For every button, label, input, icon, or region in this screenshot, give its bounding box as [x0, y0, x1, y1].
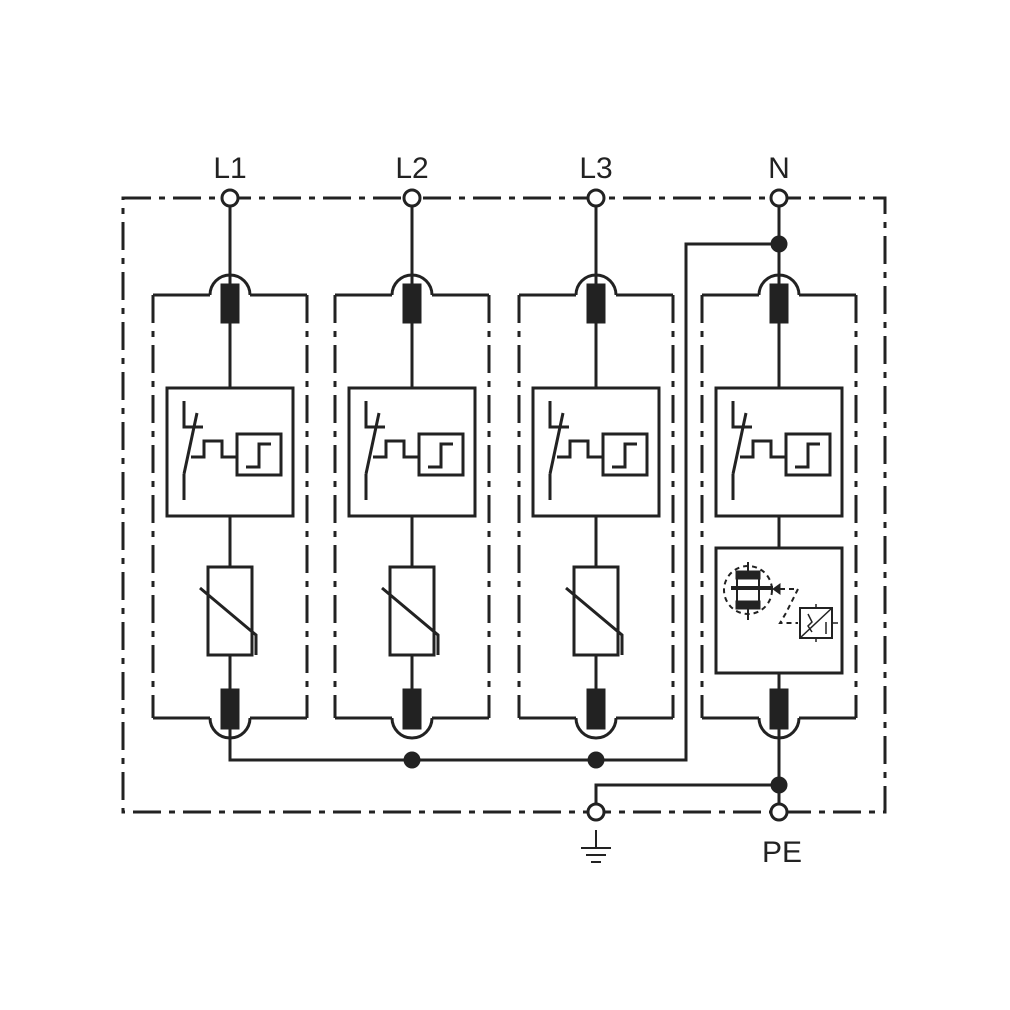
module-side [700, 295, 858, 718]
arrow-icon [772, 583, 781, 595]
step-icon [612, 442, 637, 469]
thermal-link-icon [740, 439, 786, 459]
terminal-label-pe: PE [762, 836, 802, 869]
fuse-arc [390, 717, 434, 740]
gap-electrode [735, 600, 761, 610]
fuse-icon [402, 283, 422, 324]
varistor-icon [572, 565, 620, 657]
fuse-icon [402, 688, 422, 730]
thermal-link-icon [557, 439, 603, 459]
terminal-icon [586, 802, 606, 822]
switch-blade-icon [364, 412, 381, 500]
module-edge [519, 293, 673, 720]
module-side [517, 295, 675, 718]
switch-blade-icon [731, 412, 748, 500]
fuse-icon [220, 688, 240, 730]
terminal-icon [402, 188, 422, 208]
fuse-icon [769, 283, 789, 324]
junction-dot [770, 235, 788, 253]
fuse-icon [769, 688, 789, 730]
varistor-slash [381, 586, 440, 655]
module-side [333, 295, 491, 718]
switch-blade-icon [548, 412, 565, 500]
fuse-icon [586, 688, 606, 730]
trigger-link [778, 588, 800, 624]
terminal-icon [769, 802, 789, 822]
varistor-icon [206, 565, 254, 657]
disconnector-box [347, 386, 477, 518]
ground-icon [581, 830, 611, 863]
disconnector-box [531, 386, 661, 518]
gap-electrode [735, 570, 761, 580]
disconnector-box [714, 386, 844, 518]
contact-icon [364, 401, 385, 429]
thermal-link-icon [191, 439, 237, 459]
terminal-icon [769, 188, 789, 208]
fuse-arc [574, 717, 618, 740]
contact-icon [548, 401, 569, 429]
switch-blade-icon [182, 412, 199, 500]
terminal-icon [586, 188, 606, 208]
contact-icon [731, 401, 752, 429]
step-icon [246, 442, 271, 469]
step-icon [428, 442, 453, 469]
module-edge [702, 293, 856, 720]
common-bus [228, 242, 779, 762]
step-icon [795, 442, 820, 469]
junction-dot [587, 751, 605, 769]
terminal-label-l1: L1 [213, 152, 246, 185]
terminal-icon [220, 188, 240, 208]
terminal-label-l2: L2 [395, 152, 428, 185]
fuse-icon [220, 283, 240, 324]
junction-dot [770, 776, 788, 794]
varistor-slash [565, 586, 624, 655]
enclosure-outline [121, 196, 887, 814]
varistor-icon [388, 565, 436, 657]
indicator-box [601, 432, 649, 477]
module-edge [335, 293, 489, 720]
fuse-icon [586, 283, 606, 324]
varistor-slash [199, 586, 258, 655]
module-side [151, 295, 309, 718]
module-edge [153, 293, 307, 720]
spark-gap-box [714, 546, 844, 675]
indicator-box [235, 432, 283, 477]
indicator-box [784, 432, 832, 477]
terminal-label-l3: L3 [579, 152, 612, 185]
thermal-link-icon [373, 439, 419, 459]
indicator-box [417, 432, 465, 477]
junction-dot [403, 751, 421, 769]
disconnector-box [165, 386, 295, 518]
converter-glyph [799, 604, 838, 642]
contact-icon [182, 401, 203, 429]
terminal-label-n: N [768, 152, 790, 185]
